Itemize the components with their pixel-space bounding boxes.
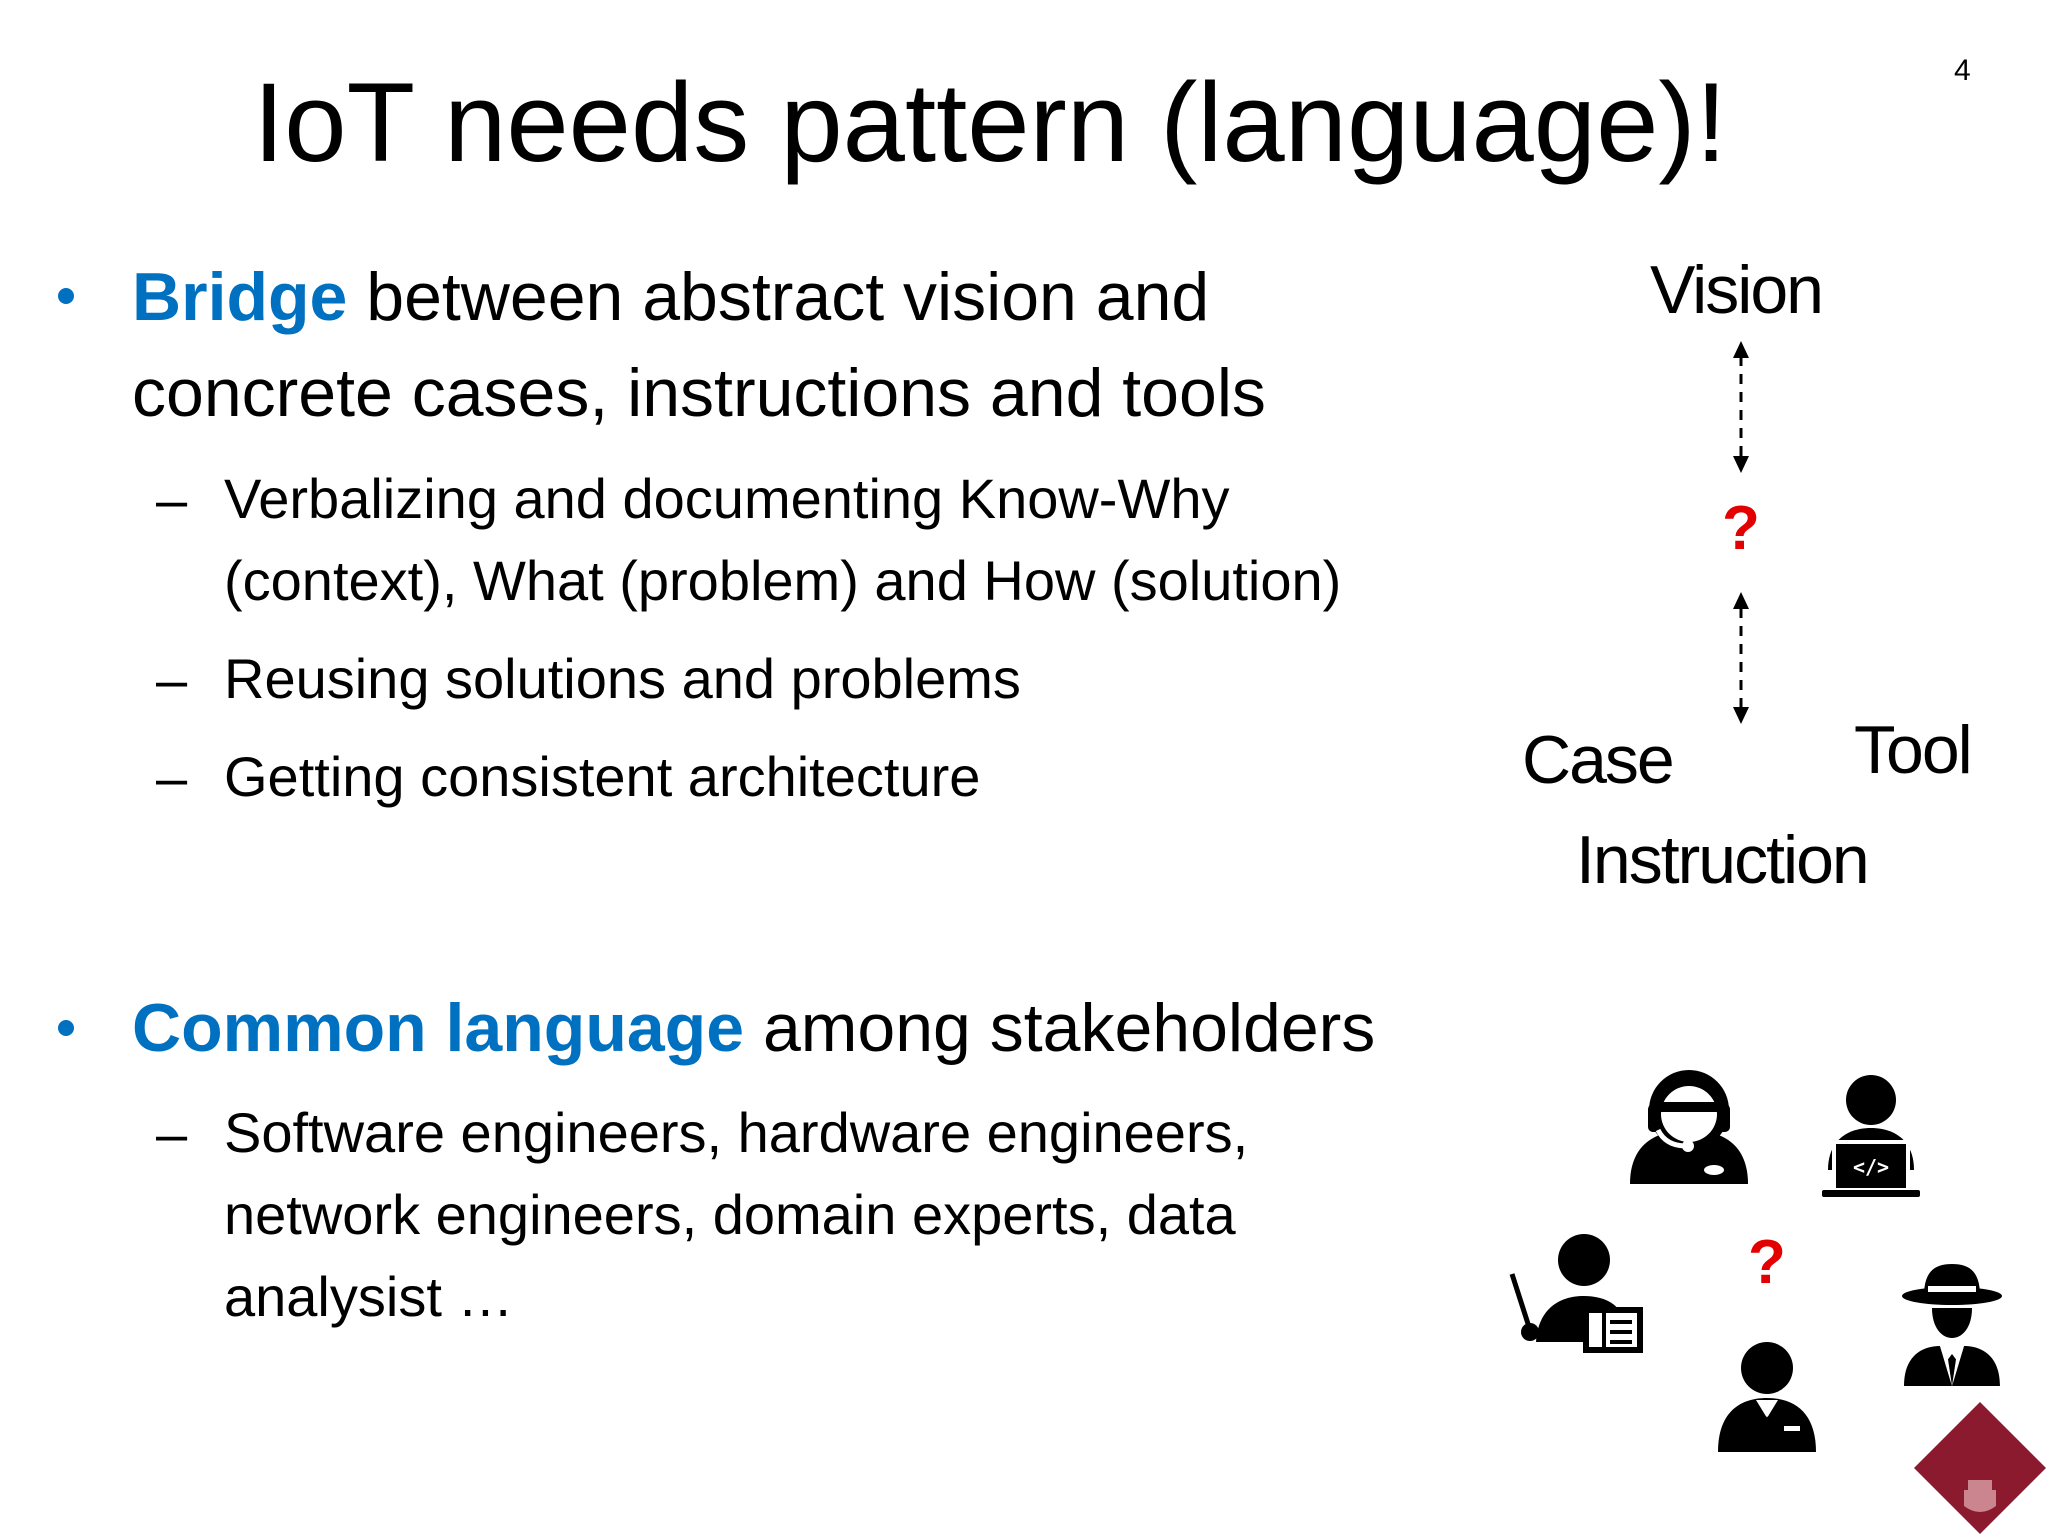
bullet-1-line-2: concrete cases, instructions and tools xyxy=(132,355,1266,431)
svg-text:</>: </> xyxy=(1853,1155,1889,1179)
sub-item-4-line-1: Software engineers, hardware engineers, xyxy=(224,1101,1249,1164)
sub-item-3: Getting consistent architecture xyxy=(224,745,981,808)
question-mark: ? xyxy=(1722,494,1760,563)
diagram-tool-label: Tool xyxy=(1854,712,1973,788)
sub-item-1-line-2: (context), What (problem) and How (solut… xyxy=(224,549,1342,612)
arrowhead-up-icon xyxy=(1733,592,1749,609)
bullet-2-highlight: Common language xyxy=(132,990,745,1066)
bullet-1-text: between abstract vision and xyxy=(347,259,1210,335)
support-agent-icon xyxy=(1630,1070,1748,1184)
sub-item-1-line-1: Verbalizing and documenting Know-Why xyxy=(224,467,1230,530)
dashed-arrows xyxy=(1733,341,1749,724)
bullet-2-line-1: Common language among stakeholders xyxy=(132,980,1375,1076)
sub-bullet-dash: – xyxy=(156,746,188,809)
bullet-2-text: among stakeholders xyxy=(744,990,1376,1066)
slide-title: IoT needs pattern (language)! xyxy=(253,60,1727,185)
bullet-marker xyxy=(58,1020,74,1036)
diagram-vision-label: Vision xyxy=(1650,252,1824,328)
sub-bullet-dash: – xyxy=(156,1102,188,1165)
developer-laptop-icon: </> xyxy=(1822,1075,1920,1197)
sub-bullet-dash: – xyxy=(156,648,188,711)
arrowhead-up-icon xyxy=(1733,341,1749,358)
sub-bullet-dash: – xyxy=(156,468,188,531)
diagram-case-label: Case xyxy=(1522,722,1675,798)
detective-icon xyxy=(1902,1264,2002,1386)
bullet-1-line-1: Bridge between abstract vision and xyxy=(132,249,1209,345)
university-logo-icon xyxy=(1914,1402,2046,1534)
arrowhead-down-icon xyxy=(1733,707,1749,724)
sub-item-4-line-2: network engineers, domain experts, data xyxy=(224,1183,1236,1246)
businessman-icon xyxy=(1718,1342,1816,1452)
diagram-instruction-label: Instruction xyxy=(1576,822,1870,898)
bullet-1-highlight: Bridge xyxy=(132,259,348,335)
bullet-marker xyxy=(58,288,74,304)
arrowhead-down-icon xyxy=(1733,456,1749,473)
teacher-icon xyxy=(1509,1234,1643,1353)
page-number: 4 xyxy=(1954,54,1971,87)
stakeholders-question-mark: ? xyxy=(1748,1228,1786,1297)
sub-item-4-line-3: analysist … xyxy=(224,1265,514,1328)
sub-item-2: Reusing solutions and problems xyxy=(224,647,1021,710)
